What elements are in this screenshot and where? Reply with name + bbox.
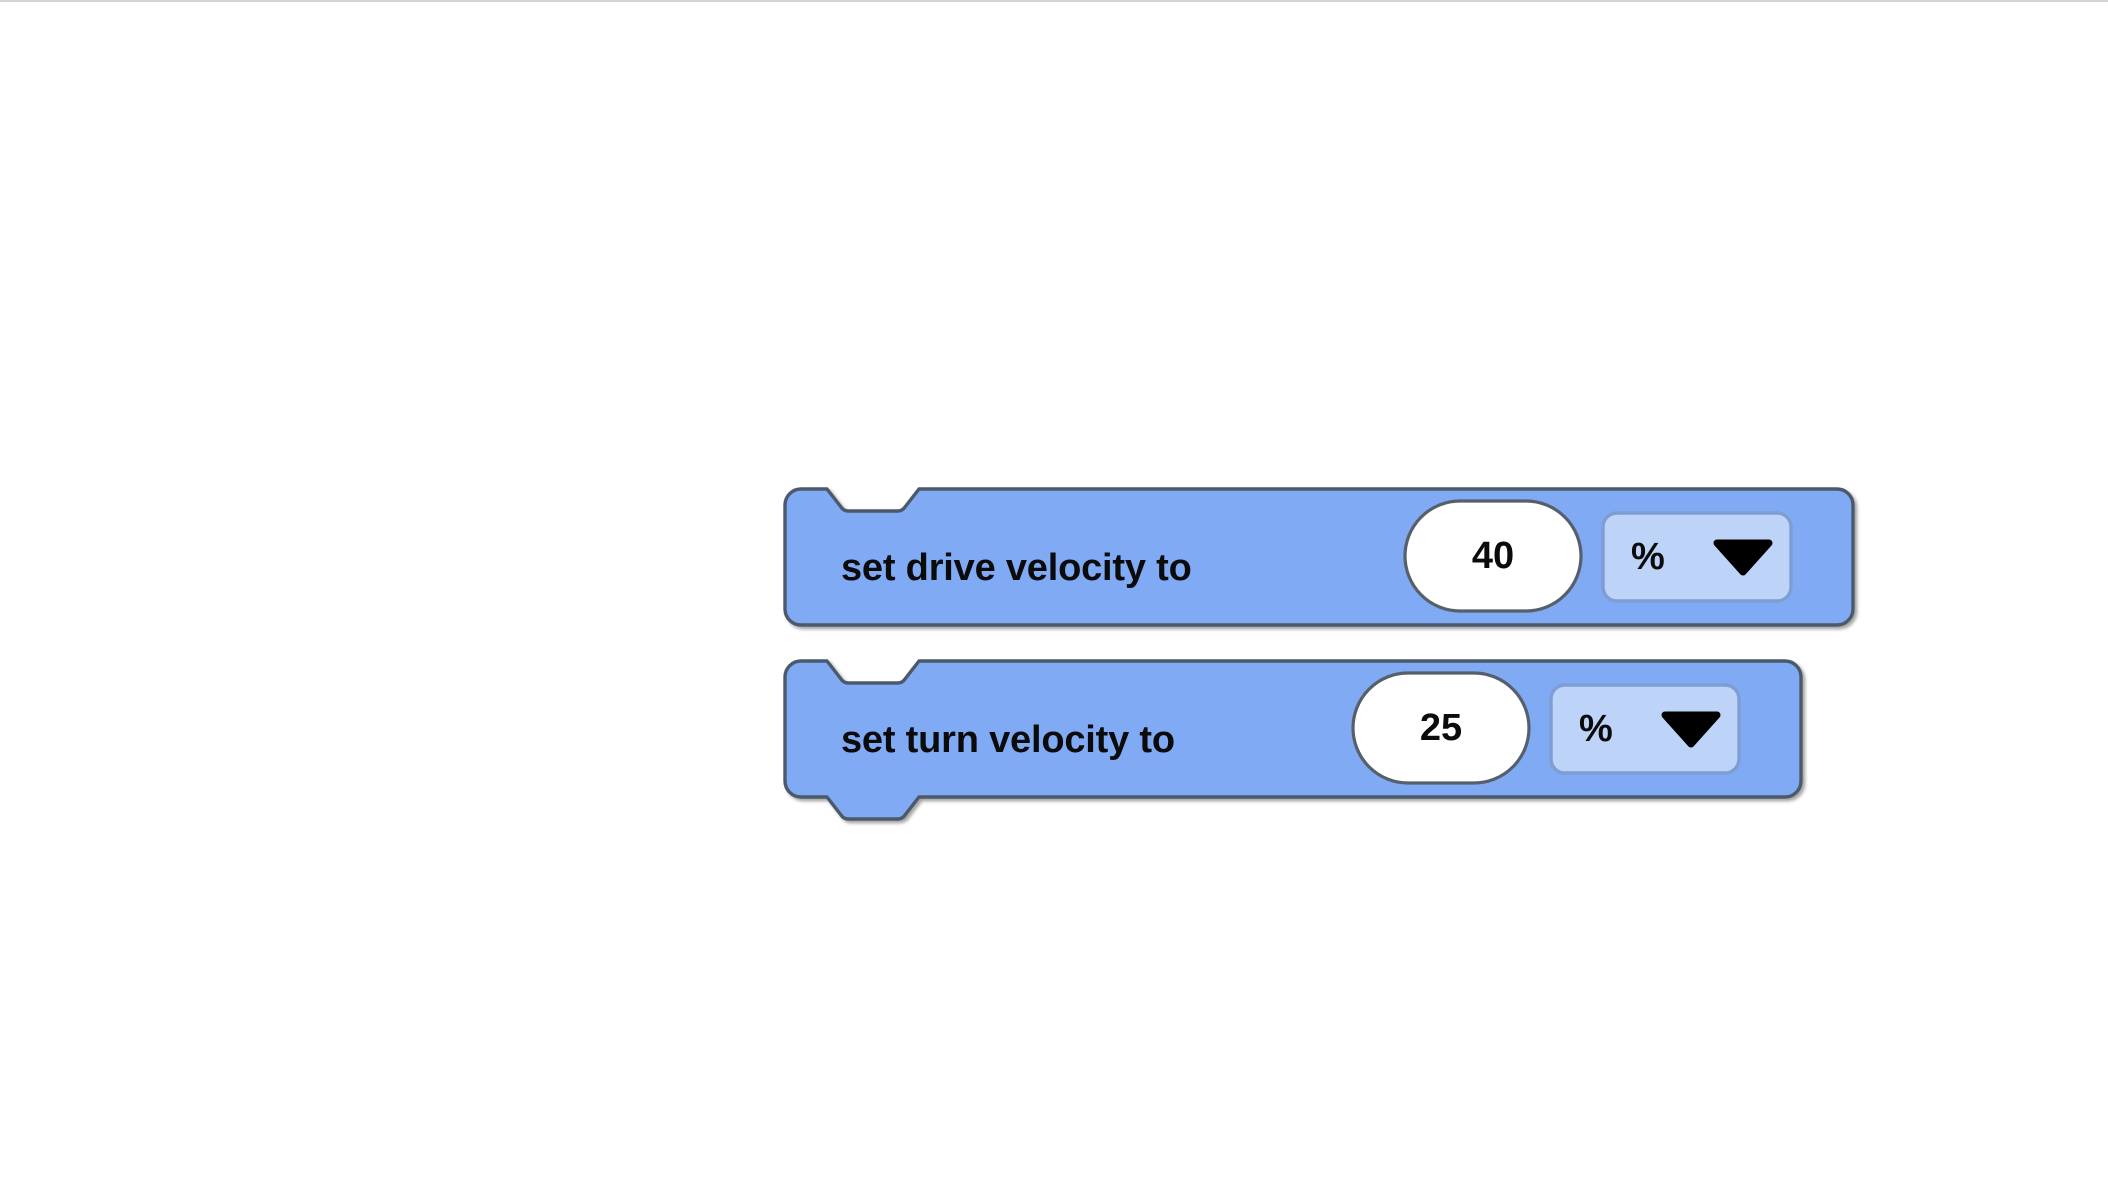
value-field-drive-velocity[interactable]: 40 bbox=[1403, 499, 1583, 613]
block-body-shape[interactable] bbox=[783, 487, 1855, 627]
top-divider-rule bbox=[0, 0, 2108, 2]
unit-dropdown-box[interactable] bbox=[1549, 683, 1741, 775]
value-field-text: 40 bbox=[1472, 535, 1514, 577]
block-label-set-turn-velocity: set turn velocity to bbox=[841, 719, 1175, 761]
unit-dropdown-label: % bbox=[1631, 536, 1665, 578]
unit-dropdown-drive-velocity[interactable]: % bbox=[1601, 511, 1793, 603]
chevron-down-icon[interactable] bbox=[1713, 539, 1773, 576]
block-label-set-drive-velocity: set drive velocity to bbox=[841, 547, 1192, 589]
block-stack[interactable]: set drive velocity to 40 % bbox=[783, 487, 1855, 877]
value-field-oval[interactable] bbox=[1403, 499, 1583, 613]
value-field-turn-velocity[interactable]: 25 bbox=[1351, 671, 1531, 785]
value-field-text: 25 bbox=[1420, 707, 1462, 749]
block-set-drive-velocity[interactable]: set drive velocity to 40 % bbox=[783, 487, 1858, 687]
chevron-down-icon[interactable] bbox=[1661, 711, 1721, 748]
unit-dropdown-label: % bbox=[1579, 708, 1613, 750]
block-set-turn-velocity[interactable]: set turn velocity to 25 % bbox=[783, 659, 1858, 879]
unit-dropdown-turn-velocity[interactable]: % bbox=[1549, 683, 1741, 775]
unit-dropdown-box[interactable] bbox=[1601, 511, 1793, 603]
value-field-oval[interactable] bbox=[1351, 671, 1531, 785]
block-body-shape[interactable] bbox=[783, 659, 1803, 821]
